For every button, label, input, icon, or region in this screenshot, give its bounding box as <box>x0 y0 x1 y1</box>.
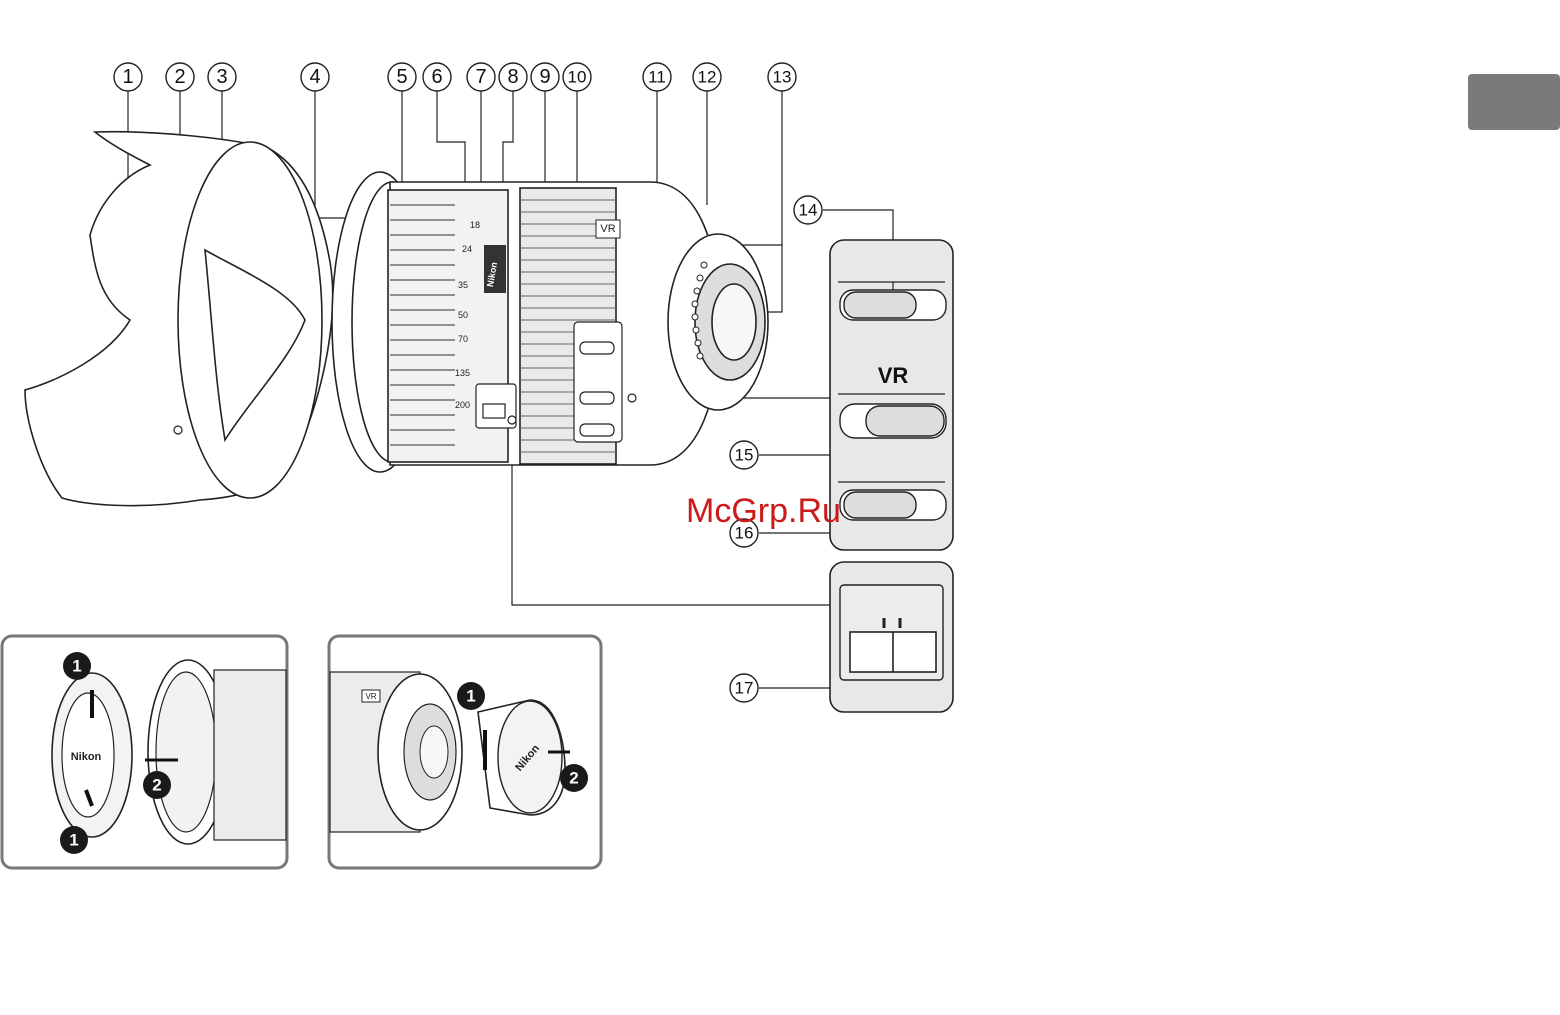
vr-switch-pointer <box>628 394 636 402</box>
callout-2: 2 <box>174 66 185 88</box>
hood-alignment-dot <box>174 426 182 434</box>
rear-step-1: 1 <box>466 687 475 706</box>
zoom-mark-50: 50 <box>458 310 468 320</box>
callout-5: 5 <box>396 66 407 88</box>
watermark: McGrp.Ru <box>686 492 841 530</box>
front-step-1-top: 1 <box>72 657 81 676</box>
callout-8: 8 <box>507 66 518 88</box>
vr-mark: VR <box>600 223 615 235</box>
zoom-mark-35: 35 <box>458 280 468 290</box>
callout-12: 12 <box>698 68 717 87</box>
callout-7: 7 <box>475 66 486 88</box>
callout-3: 3 <box>216 66 227 88</box>
zoom-mark-70: 70 <box>458 334 468 344</box>
callout-4: 4 <box>309 66 320 88</box>
front-cap-brand: Nikon <box>71 751 102 763</box>
callout-1: 1 <box>122 66 133 88</box>
zoom-mark-200: 200 <box>455 400 470 410</box>
front-step-1-bottom: 1 <box>69 831 78 850</box>
zoom-mark-135: 135 <box>455 368 470 378</box>
callout-14: 14 <box>799 201 818 220</box>
lock-switch-panel <box>830 562 953 712</box>
zoom-mark-18: 18 <box>470 220 480 230</box>
callout-15: 15 <box>735 446 754 465</box>
callout-6: 6 <box>431 66 442 88</box>
callout-10: 10 <box>568 68 587 87</box>
lock-switch-pointer <box>508 416 516 424</box>
rear-step-2: 2 <box>569 769 578 788</box>
front-step-2: 2 <box>152 776 161 795</box>
lens-body <box>332 172 768 472</box>
section-tab <box>1468 74 1560 130</box>
switch-detail-panel: VR <box>830 240 953 550</box>
vr-switch-heading: VR <box>878 363 909 388</box>
zoom-mark-24: 24 <box>462 244 472 254</box>
inset-rear-cap: VR Nikon 1 2 <box>329 636 601 868</box>
callout-17: 17 <box>735 679 754 698</box>
rear-vr-mark: VR <box>365 692 376 701</box>
callout-13: 13 <box>773 68 792 87</box>
inset-front-cap: Nikon 1 2 1 <box>2 636 287 868</box>
lens-hood <box>25 132 333 506</box>
callout-11: 11 <box>648 68 666 87</box>
callout-9: 9 <box>539 66 550 88</box>
